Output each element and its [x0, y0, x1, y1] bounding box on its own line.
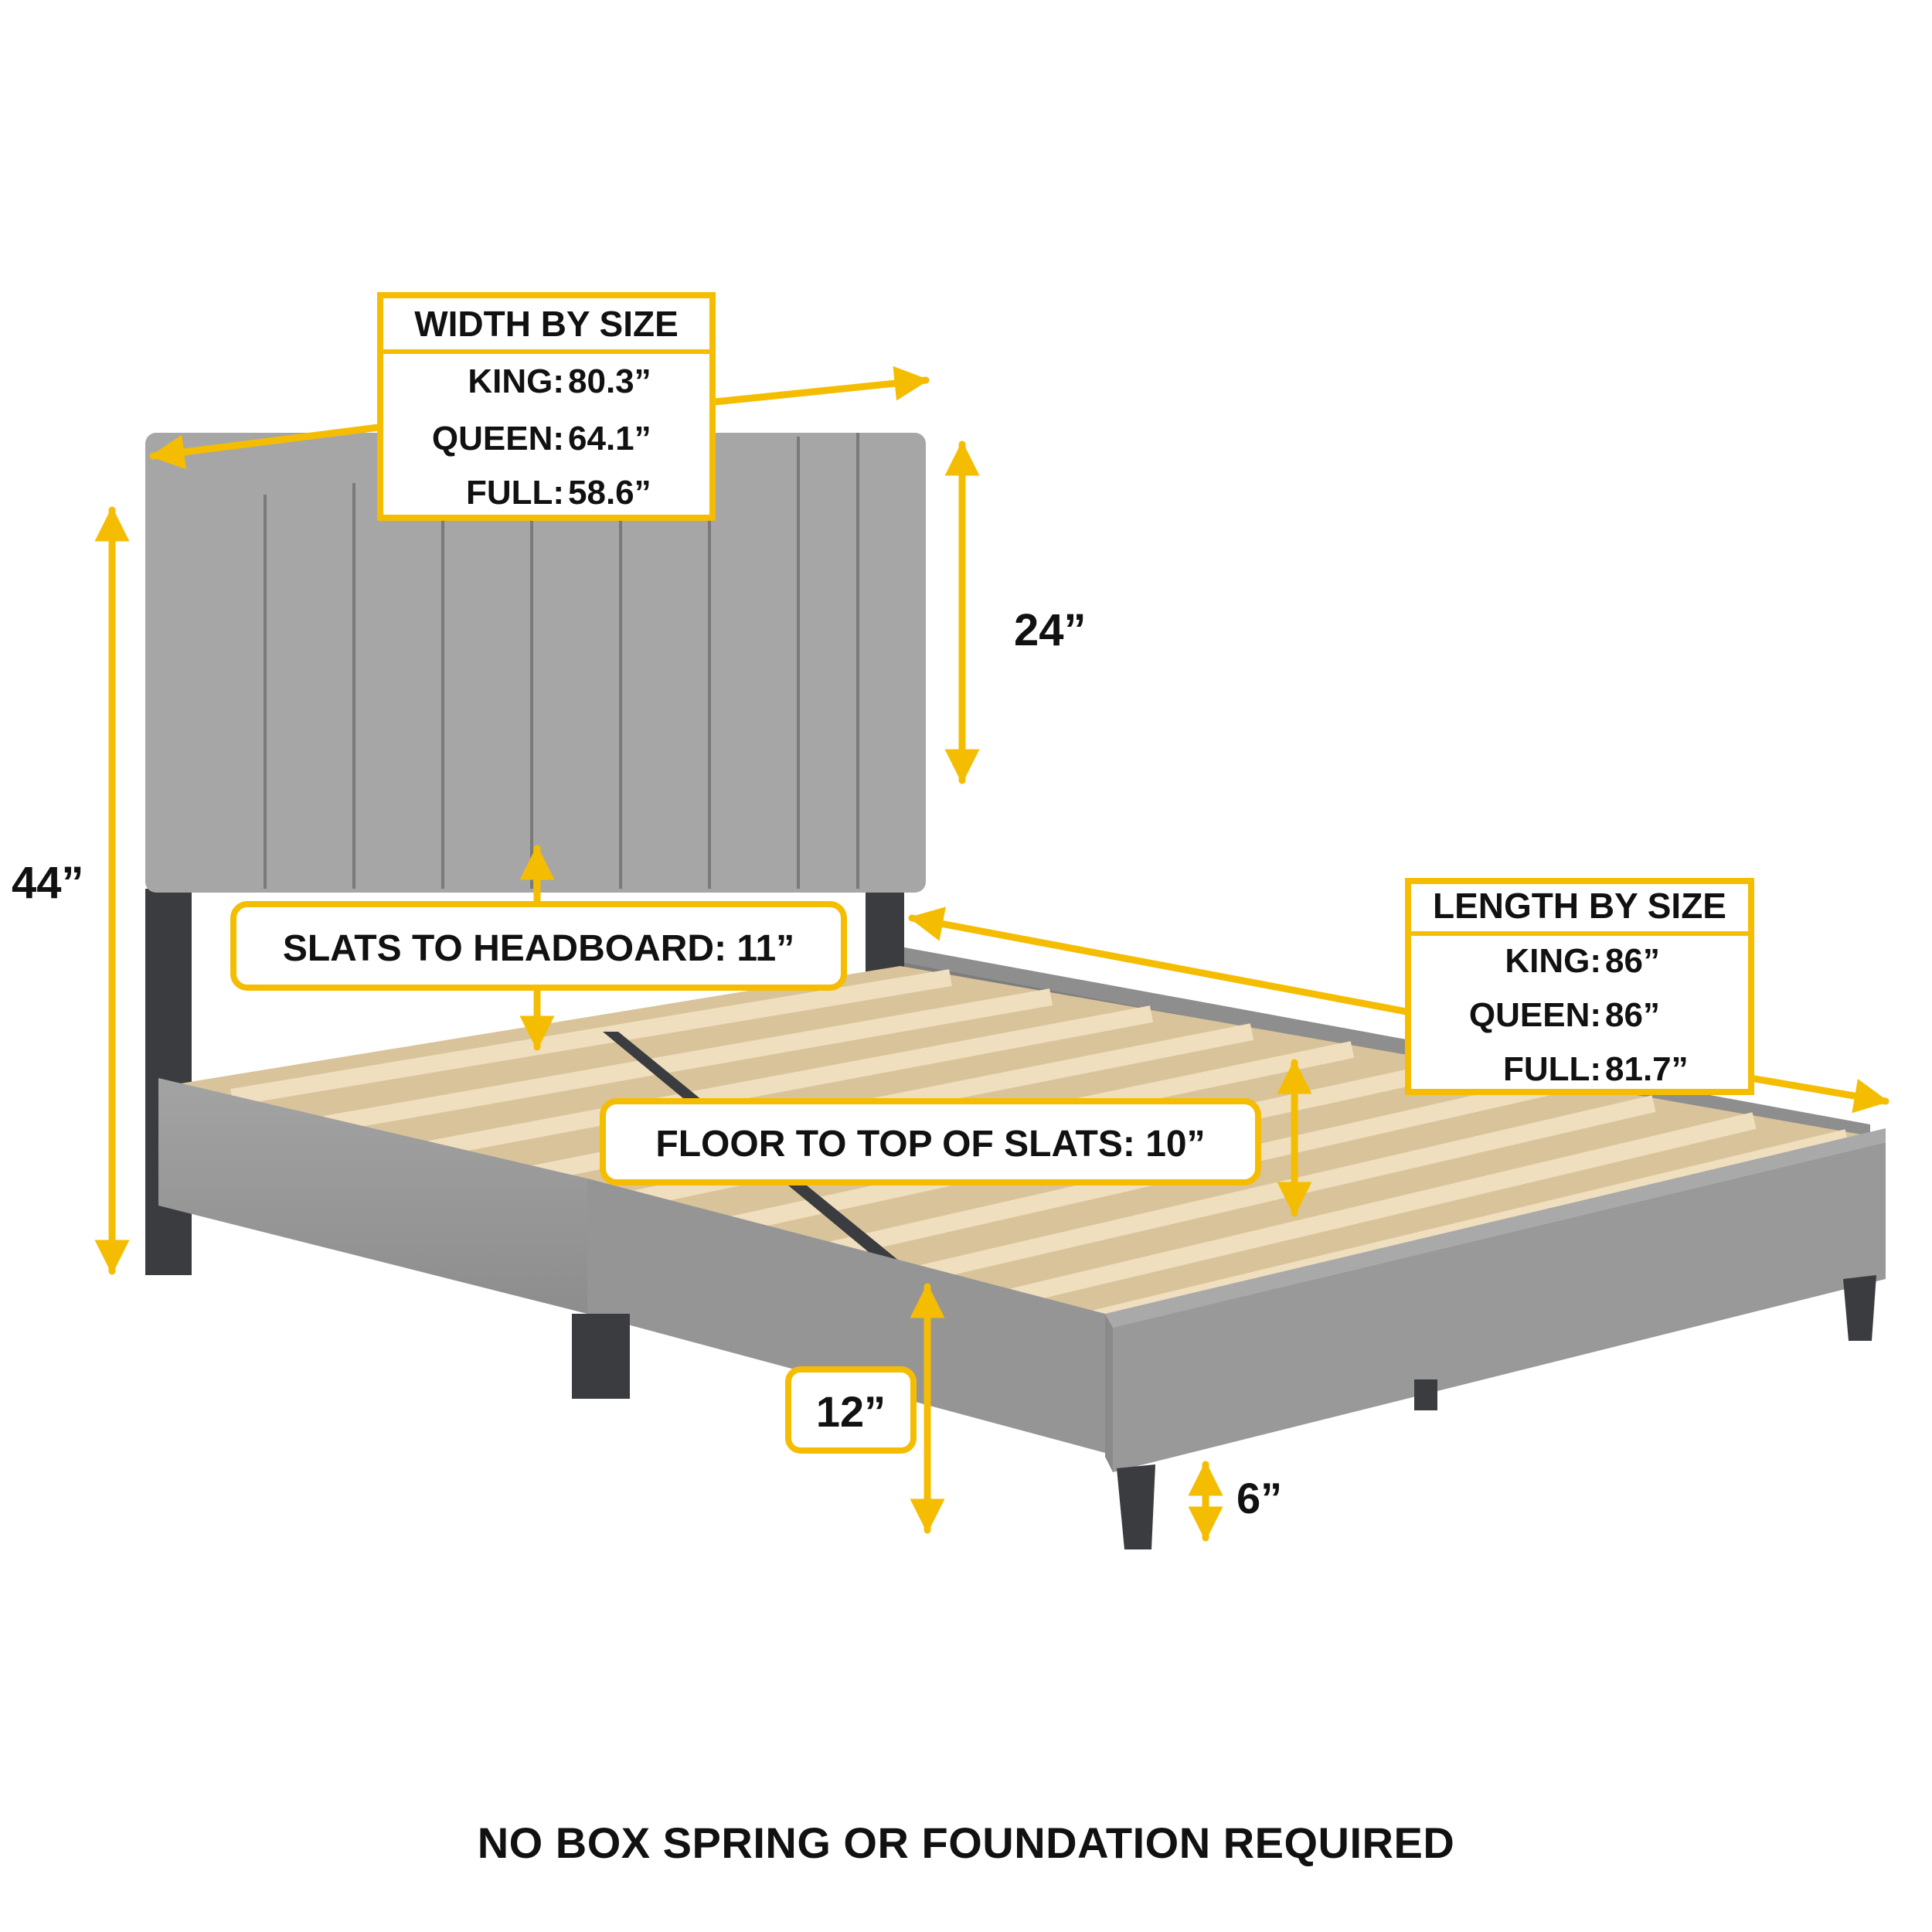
length-full-value: 81.7” [1605, 1050, 1689, 1088]
corner-box-front [1105, 1314, 1113, 1472]
leg-center [1414, 1379, 1437, 1410]
leg-front-left [572, 1314, 630, 1399]
width-by-size-box: WIDTH BY SIZE KING: 80.3” QUEEN: 64.1” F… [377, 292, 716, 521]
width-arrow-right [711, 366, 930, 406]
length-king-value: 86” [1605, 942, 1660, 980]
dimension-arrows [94, 366, 1889, 1542]
front-rail-left [158, 1078, 587, 1314]
width-box-title: WIDTH BY SIZE [414, 304, 679, 344]
width-queen-value: 64.1” [568, 420, 651, 457]
headboard-panel [145, 433, 926, 893]
length-king-label: KING: [1505, 942, 1601, 980]
floor-to-slats-label: FLOOR TO TOP OF SLATS: 10” [655, 1124, 1205, 1165]
width-king-value: 80.3” [568, 362, 651, 400]
length-arrow-right [1747, 1074, 1889, 1114]
corner-box-top [1105, 1128, 1886, 1328]
front-rail-mid [587, 1179, 1105, 1453]
slats-to-headboard-label: SLATS TO HEADBOARD: 11” [283, 928, 794, 969]
width-queen-label: QUEEN: [432, 420, 564, 457]
length-arrow-left [908, 906, 1414, 1016]
slats-to-headboard-callout: SLATS TO HEADBOARD: 11” [230, 901, 847, 991]
floor-to-slats-callout: FLOOR TO TOP OF SLATS: 10” [600, 1098, 1261, 1185]
length-box-title: LENGTH BY SIZE [1433, 886, 1726, 926]
width-full-value: 58.6” [568, 474, 651, 512]
footer-note: NO BOX SPRING OR FOUNDATION REQUIRED [477, 1818, 1455, 1867]
leg-height-label: 6” [1236, 1474, 1282, 1522]
width-king-label: KING: [468, 362, 564, 400]
clearance-label: 12” [816, 1387, 886, 1436]
length-by-size-box: LENGTH BY SIZE KING: 86” QUEEN: 86” FULL… [1405, 878, 1754, 1095]
headboard-height-label: 24” [1014, 605, 1087, 655]
width-arrow-left [149, 423, 383, 470]
total-height-label: 44” [12, 858, 84, 908]
headboard-channels [264, 433, 859, 889]
right-side-rail [1113, 1142, 1886, 1472]
clearance-callout: 12” [785, 1366, 917, 1454]
leg-back-right [1843, 1275, 1876, 1341]
leg-front-corner [1117, 1464, 1155, 1549]
length-queen-label: QUEEN: [1469, 996, 1601, 1034]
length-queen-value: 86” [1605, 996, 1660, 1034]
length-full-label: FULL: [1503, 1050, 1601, 1088]
width-full-label: FULL: [466, 474, 564, 512]
